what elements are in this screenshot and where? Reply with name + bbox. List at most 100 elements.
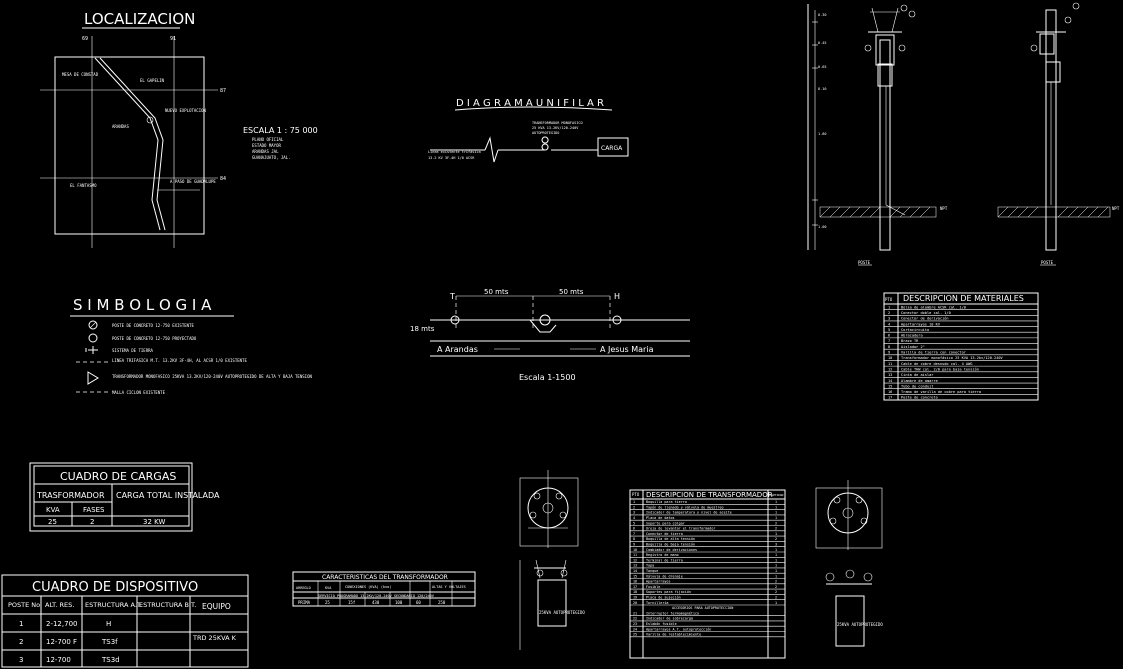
- loc-label-paso: A PASO DE GUADALUPE: [170, 179, 216, 184]
- tt-row-qty: 2: [775, 585, 777, 589]
- elev-dim-4: 1.80: [818, 132, 826, 136]
- tt-row-qty: 3: [775, 543, 777, 547]
- grid-tick-69: 69: [82, 36, 88, 42]
- tt-row-num: 13: [633, 564, 637, 568]
- planta-dim-side: 18 mts: [410, 325, 435, 333]
- carac-note: SERVICIO PROGRAMADO 13.2KV/120-240V SECU…: [318, 594, 435, 598]
- tt-row-num: 2: [633, 505, 635, 509]
- disp-r0c0: 1: [19, 620, 23, 628]
- mat-col: PTO: [885, 297, 893, 302]
- tt-row-num: 15: [633, 574, 637, 578]
- mat-row-desc: Tubo de conduit: [901, 384, 933, 388]
- disp-r0c2: H: [106, 620, 111, 628]
- mat-row-desc: Bolsa de alambre ACSR cal. 1/0: [901, 305, 966, 309]
- disp-r1c1: 12-700 F: [46, 638, 77, 646]
- grid-tick-91: 91: [170, 36, 176, 42]
- tt-row-desc: Cambiador de derivaciones: [646, 548, 697, 552]
- transformer-label-right: 25KVA AUTOPROTEGIDO: [837, 622, 883, 627]
- mat-row-num: 10: [888, 356, 892, 360]
- mat-row-desc: Aislador 2": [901, 345, 925, 349]
- grid-tick-84: 84: [220, 176, 226, 182]
- simb-item-4: TRANSFORMADOR MONOFASICO 25KVA 13.2KV/12…: [112, 374, 312, 379]
- tt-row-qty: 1: [775, 574, 777, 578]
- cuadro-cargas: CUADRO DE CARGAS TRASFORMADOR CARGA TOTA…: [29, 462, 220, 532]
- simb-item-2: SISTEMA DE TIERRA: [112, 348, 154, 353]
- transformer-side-view-right: 25KVA AUTOPROTEGIDO: [825, 569, 883, 647]
- tt-row-desc: Indicador de sobrecarga: [646, 617, 693, 621]
- carac-r3: 430: [372, 600, 380, 605]
- tt-row-desc: Interruptor termomagnético: [646, 611, 699, 615]
- tt-row-num: 7: [633, 532, 635, 536]
- mat-row-desc: Poste de concreto: [901, 396, 938, 400]
- tt-row-desc: Boquilla de baja tensión: [646, 543, 695, 547]
- tt-col-a: PTO: [632, 492, 640, 497]
- mat-row-desc: Cable THW cal. 2/0 para baja tensión: [901, 367, 979, 371]
- tt-row-qty: 1: [775, 548, 777, 552]
- cargas-title: CUADRO DE CARGAS: [60, 470, 176, 483]
- loc-scale-note-3: GUANAJUATO, JAL.: [252, 155, 291, 160]
- tt-row-desc: Tapa: [646, 564, 654, 568]
- loc-label-nuevo: NUEVO EXPLOTACION: [165, 108, 207, 113]
- tt-row-num: 25: [633, 633, 637, 637]
- mat-row-desc: Varilla de tierra con conector: [901, 351, 967, 355]
- tt-row-qty: 1: [775, 532, 777, 536]
- tabla-transformador: PTO DESCRIPCION DE TRANSFORMADOR CANTIDA…: [629, 489, 786, 659]
- carga-box: [597, 137, 629, 157]
- mat-title: DESCRIPCION DE MATERIALES: [903, 294, 1024, 303]
- tt-row-qty: 1: [775, 569, 777, 573]
- unifilar-left-text-1: 13.2 KV 3F-4H 1/0 ACSR: [428, 156, 475, 160]
- tt-title: DESCRIPCION DE TRANSFORMADOR: [646, 491, 773, 499]
- unifilar-mid-text-1: 25 KVA 13.2KV/120-240V: [532, 126, 579, 130]
- tt-row-num: 22: [633, 617, 637, 621]
- carac-h2: CONEXIONES (KVA) (kvo): [345, 585, 391, 589]
- tt-row-desc: Tanque: [646, 569, 658, 573]
- cuadro-dispositivo: CUADRO DE DISPOSITIVO POSTE No. ALT. RES…: [1, 574, 249, 668]
- tt-row-num: 18: [633, 590, 637, 594]
- transformer-label-center: 25KVA AUTOPROTEGIDO: [539, 610, 585, 615]
- tt-row-num: 4: [633, 516, 635, 520]
- tt-row-desc: Placa de sujeción: [646, 596, 681, 600]
- tt-row-num: 20: [633, 601, 637, 605]
- localizacion-map: LOCALIZACION 69 91 87 84 MESA DE CONSTAD…: [40, 10, 318, 248]
- tt-row-num: 14: [633, 569, 637, 573]
- tt-row-num: 10: [633, 548, 637, 552]
- tt-row-qty: 1: [775, 516, 777, 520]
- disp-r2c0: 3: [19, 656, 23, 664]
- tt-row-qty: 2: [775, 580, 777, 584]
- cargas-v-carga: 32 KW: [143, 518, 165, 526]
- tt-row-desc: Soportes para fijación: [646, 590, 691, 594]
- mat-row-num: 12: [888, 367, 892, 371]
- tt-row-desc: Boquilla para tierra: [646, 500, 687, 504]
- transformer-top-view-center: [519, 470, 579, 548]
- tt-row-desc: Eslabón fusible: [646, 622, 677, 626]
- mat-row-num: 9: [888, 351, 890, 355]
- elev-npt-right: NPT: [1112, 206, 1120, 211]
- tt-row-desc: Válvula de drenaje: [646, 574, 683, 578]
- elev-dim-5: 1.00: [818, 225, 826, 229]
- tt-row-num: 5: [633, 521, 635, 525]
- simb-item-1: POSTE DE CONCRETO 12-750 PROYECTADO: [112, 336, 197, 341]
- disp-r2c2: TS3d: [101, 656, 120, 664]
- disp-title: CUADRO DE DISPOSITIVO: [32, 580, 198, 595]
- mat-row-desc: Apartarrayos 10 KV: [901, 322, 941, 326]
- disp-h2: ESTRUCTURA A.T.: [85, 601, 142, 609]
- loc-scale: ESCALA 1 : 75 000: [243, 126, 318, 135]
- tt-row-qty: 1: [775, 564, 777, 568]
- grid-tick-87: 87: [220, 88, 226, 94]
- tt-row-num: 1: [633, 500, 635, 504]
- mat-row-desc: Tramo de varilla de cobre para tierra: [901, 390, 981, 394]
- pole-elevation-right: POSTE NPT: [997, 2, 1120, 266]
- cargas-h1: TRASFORMADOR: [36, 491, 105, 500]
- tt-row-qty: 2: [775, 537, 777, 541]
- disp-r0c1: 2-12,700: [46, 620, 77, 628]
- mat-row-num: 13: [888, 373, 892, 377]
- tt-row-qty: 1: [775, 500, 777, 504]
- carac-h0: ARREGLO: [296, 586, 311, 590]
- mat-row-num: 17: [888, 396, 892, 400]
- tt-row-desc: Boquilla de alta tensión: [646, 537, 695, 541]
- elev-right-label: POSTE: [1041, 260, 1054, 265]
- carac-r0: PRIMA: [298, 600, 311, 605]
- pole-elevation-left: 0.30 0.45 0.65 8.10 1.80 1.00 POSTE NPT: [807, 4, 948, 266]
